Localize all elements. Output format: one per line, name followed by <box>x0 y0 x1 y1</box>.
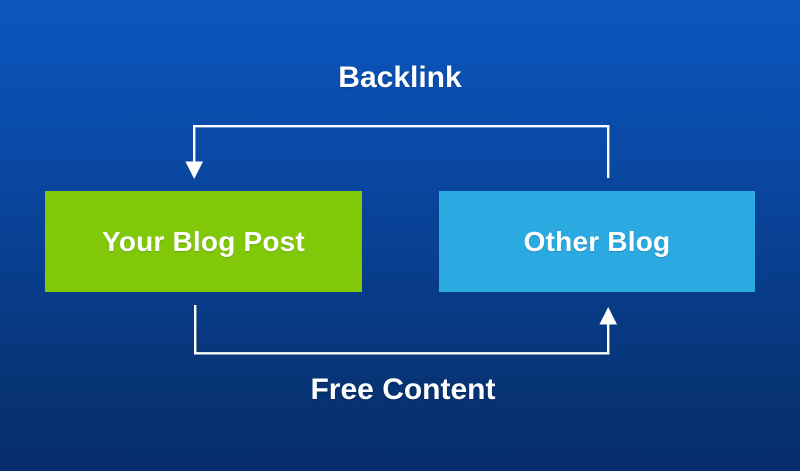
backlink-path <box>193 125 610 178</box>
edge-label-backlink: Backlink <box>338 61 462 94</box>
node-label-other-blog: Other Blog <box>523 225 671 257</box>
backlink-arrowhead-icon <box>185 161 203 179</box>
free-content-arrowhead-icon <box>599 307 617 325</box>
free-content-path <box>194 305 610 355</box>
edge-backlink <box>185 125 610 179</box>
node-your-blog-post[interactable]: Your Blog Post <box>45 191 362 292</box>
edge-free-content <box>194 305 617 355</box>
node-label-your-blog-post: Your Blog Post <box>102 225 305 257</box>
node-other-blog[interactable]: Other Blog <box>439 191 755 292</box>
edge-label-free-content: Free Content <box>310 373 496 406</box>
